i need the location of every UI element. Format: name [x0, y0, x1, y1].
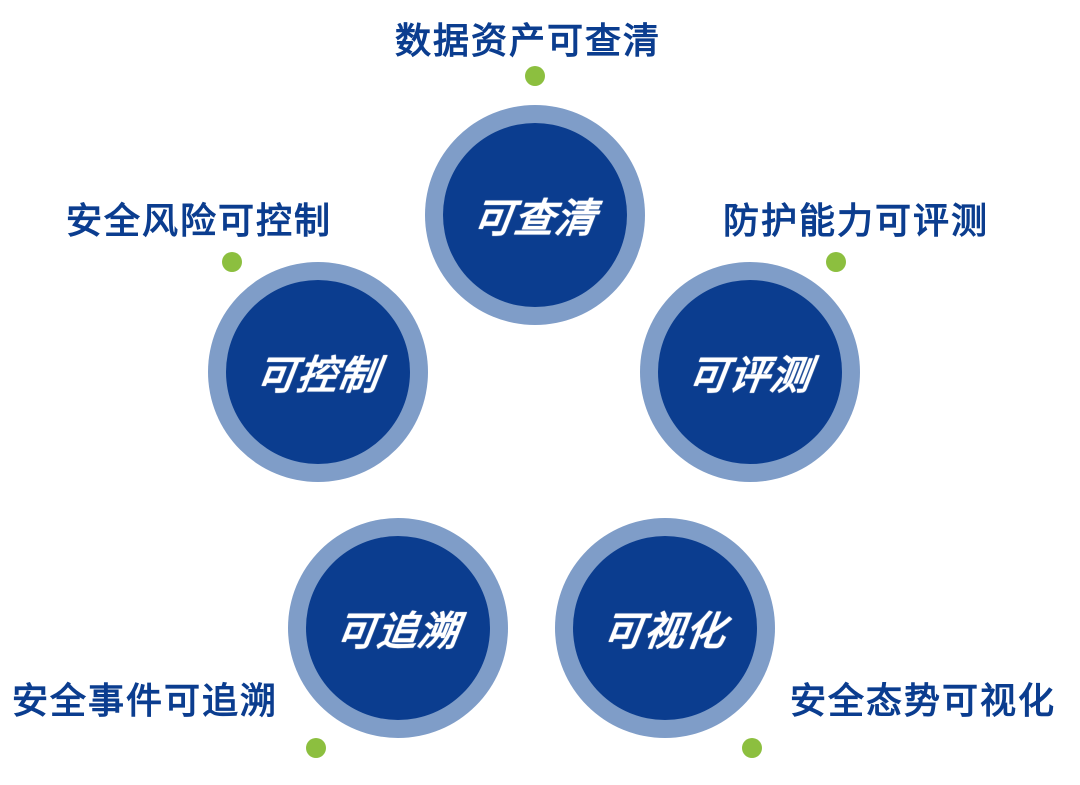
green-dot-marker: [826, 252, 846, 272]
circle-node-top: 可查清: [425, 105, 645, 325]
label-security-risk: 安全风险可控制: [66, 201, 333, 242]
circle-core: 可查清: [443, 123, 627, 307]
circle-node-left: 可控制: [208, 262, 428, 482]
label-protection-capability: 防护能力可评测: [723, 201, 990, 242]
circle-core: 可控制: [226, 280, 410, 464]
label-security-posture: 安全态势可视化: [790, 681, 1057, 722]
circle-node-right: 可评测: [640, 262, 860, 482]
circle-text: 可追溯: [332, 609, 463, 655]
green-dot-marker: [222, 252, 242, 272]
circle-text: 可控制: [252, 353, 383, 399]
label-security-events: 安全事件可追溯: [12, 681, 279, 722]
circle-text: 可查清: [469, 196, 600, 242]
green-dot-marker: [742, 738, 762, 758]
green-dot-marker: [525, 66, 545, 86]
circle-core: 可视化: [573, 536, 757, 720]
circle-text: 可视化: [599, 609, 730, 655]
label-data-assets: 数据资产可查清: [395, 21, 662, 62]
circle-node-bottom-right: 可视化: [555, 518, 775, 738]
circle-node-bottom-left: 可追溯: [288, 518, 508, 738]
circle-core: 可评测: [658, 280, 842, 464]
green-dot-marker: [306, 738, 326, 758]
circle-core: 可追溯: [306, 536, 490, 720]
circle-text: 可评测: [684, 353, 815, 399]
